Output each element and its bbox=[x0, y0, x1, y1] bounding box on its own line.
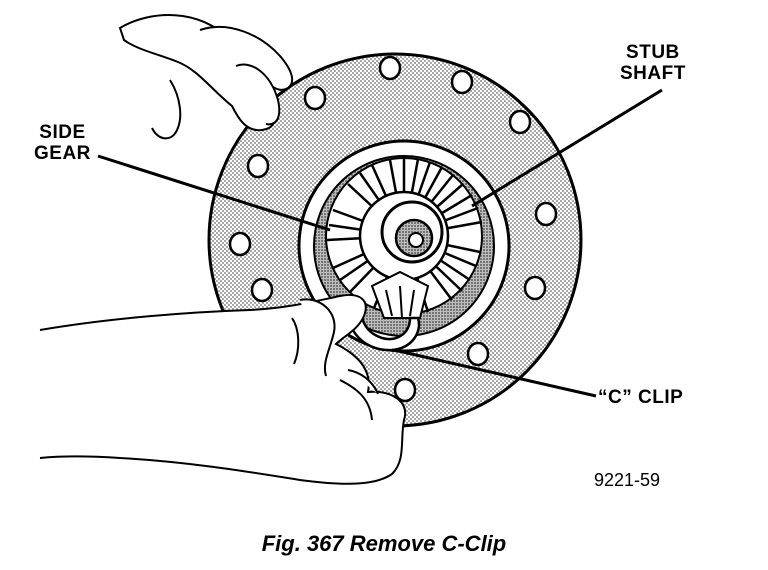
differential-illustration bbox=[39, 14, 663, 485]
flange-bolt-holes bbox=[228, 55, 558, 403]
side-gear-label-line-2: GEAR bbox=[34, 143, 91, 164]
bolt-hole bbox=[378, 55, 402, 81]
c-clip-leader bbox=[393, 348, 597, 398]
pinion-gear bbox=[370, 270, 430, 319]
c-clip-label: “C” CLIP bbox=[598, 387, 683, 408]
bolt-hole bbox=[393, 377, 417, 403]
stub-shaft-label: STUB SHAFT bbox=[620, 42, 686, 84]
stub-shaft-label-line-2: SHAFT bbox=[620, 63, 686, 84]
c-clip bbox=[347, 298, 421, 352]
bolt-hole bbox=[534, 201, 558, 227]
leader-lines bbox=[97, 88, 663, 398]
lower-hand bbox=[39, 294, 407, 485]
stub-shaft-label-line-1: STUB bbox=[626, 42, 680, 63]
stub-shaft bbox=[380, 200, 444, 264]
bolt-hole bbox=[246, 153, 270, 179]
bolt-hole bbox=[303, 85, 327, 111]
bolt-hole bbox=[466, 341, 490, 367]
c-clip-label-text: “C” CLIP bbox=[598, 387, 684, 408]
bolt-hole bbox=[250, 277, 274, 303]
figure-caption: Fig. 367 Remove C-Clip bbox=[261, 531, 507, 556]
bolt-hole bbox=[523, 275, 547, 301]
side-gear-label-line-1: SIDE bbox=[39, 122, 86, 143]
upper-hand bbox=[118, 14, 294, 140]
stub-shaft-leader bbox=[471, 88, 663, 208]
side-gear-label: SIDE GEAR bbox=[34, 122, 91, 164]
bolt-hole bbox=[228, 231, 252, 257]
figure-number: 9221-59 bbox=[594, 470, 661, 490]
side-gear-leader bbox=[97, 154, 331, 232]
bolt-hole bbox=[508, 109, 532, 135]
bolt-hole bbox=[450, 69, 474, 95]
